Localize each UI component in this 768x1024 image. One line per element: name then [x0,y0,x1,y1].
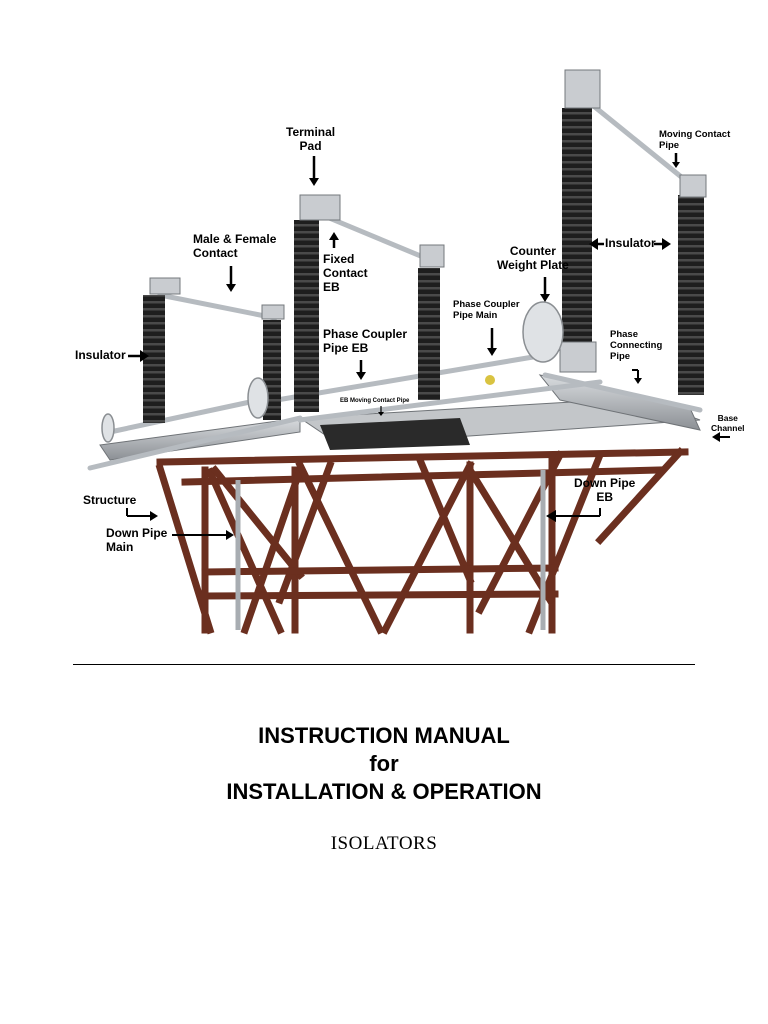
label-line: Pipe [659,139,680,151]
base-channels [99,374,701,461]
title-line-2: for [369,751,399,776]
label-line: Base [717,413,738,423]
label-line: Counter [509,244,556,258]
label-line: Channel [711,422,745,433]
label-base-channel: Base Channel [711,413,745,434]
label-line: Pad [299,138,322,153]
label-line: Phase Coupler [323,327,408,341]
label-eb-moving-contact-pipe: EB Moving Contact Pipe [340,398,410,404]
label-moving-contact-pipe: Moving Contact Pipe [659,129,731,152]
label-phase-coupler-pipe-main: Phase Coupler Pipe Main [453,299,520,322]
steel-structure [155,447,689,635]
label-line: Main [106,539,134,554]
label-line: Contact [193,245,238,260]
label-line: Phase [610,329,638,340]
label-line: Male & Female [193,232,277,246]
label-phase-connecting-pipe: Phase Connecting Pipe [610,329,663,363]
label-structure: Structure [83,493,137,507]
label-down-pipe-eb: Down Pipe EB [574,476,636,505]
label-line: Phase Coupler [453,299,520,310]
label-line: Pipe EB [323,340,369,355]
label-line: EB [596,489,613,504]
label-line: Pipe [610,350,631,362]
label-insulator-right: Insulator [605,236,656,250]
label-line: Moving Contact [659,129,731,140]
horizontal-rule [73,664,695,665]
callout-arrows [126,153,730,540]
title-line-1: INSTRUCTION MANUAL [258,723,510,748]
label-down-pipe-main: Down Pipe Main [106,526,168,555]
label-counter-weight-plate: Counter Weight Plate [497,244,569,273]
subtitle: ISOLATORS [330,833,438,854]
label-line: Contact [323,265,368,280]
label-line: Down Pipe [106,526,168,540]
label-insulator-left: Insulator [75,348,126,362]
label-line: Pipe Main [453,309,498,321]
label-line: Connecting [610,339,663,351]
label-line: EB [323,279,340,294]
label-line: Down Pipe [574,476,636,490]
isolator-photo: Terminal Pad Male & Female Contact Fixed… [75,69,745,635]
label-line: Fixed [323,252,355,266]
label-male-female-contact: Male & Female Contact [193,232,277,261]
insulators [143,108,704,423]
title-line-3: INSTALLATION & OPERATION [226,779,542,804]
label-line: Weight Plate [497,257,569,272]
label-phase-coupler-pipe-eb: Phase Coupler Pipe EB [323,327,408,356]
label-terminal-pad: Terminal Pad [286,125,336,154]
label-fixed-contact-eb: Fixed Contact EB [323,252,368,294]
label-line: Terminal [286,125,336,139]
